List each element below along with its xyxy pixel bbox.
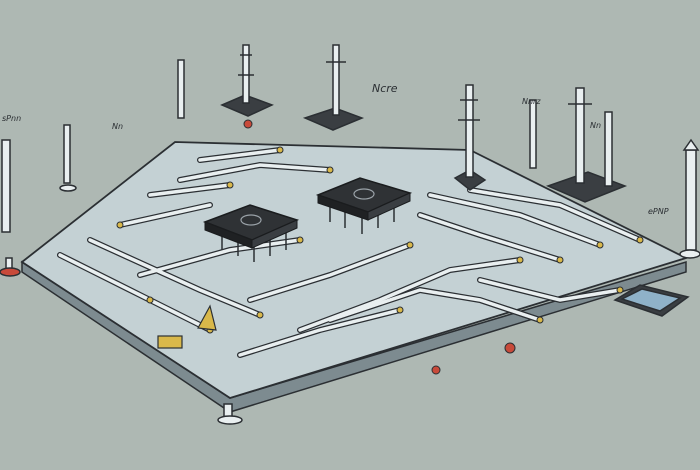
- antenna-icon: [545, 87, 628, 203]
- label-right-lower: ePNP: [648, 207, 669, 216]
- microchip-icon: [315, 177, 413, 234]
- antenna-icon: [1, 59, 537, 233]
- label-top-center: Ncre: [372, 82, 398, 95]
- board-surface: [20, 141, 689, 399]
- label-right-mid: Nn: [590, 121, 601, 130]
- label-right-top: Nnrz: [522, 97, 541, 106]
- led-indicators: [243, 119, 516, 375]
- label-left-top: sPnn: [2, 114, 21, 123]
- warning-icon: [157, 304, 217, 349]
- microchip-icon: [202, 204, 300, 262]
- board-legs: [0, 257, 243, 425]
- display-icon: [613, 284, 690, 317]
- antenna-icon: [679, 138, 700, 259]
- label-left-mid: Nn: [112, 122, 123, 131]
- antenna-icon: [302, 44, 365, 131]
- circuit-traces: [57, 147, 643, 358]
- antenna-icon: [453, 84, 487, 191]
- antenna-icon: [220, 44, 274, 117]
